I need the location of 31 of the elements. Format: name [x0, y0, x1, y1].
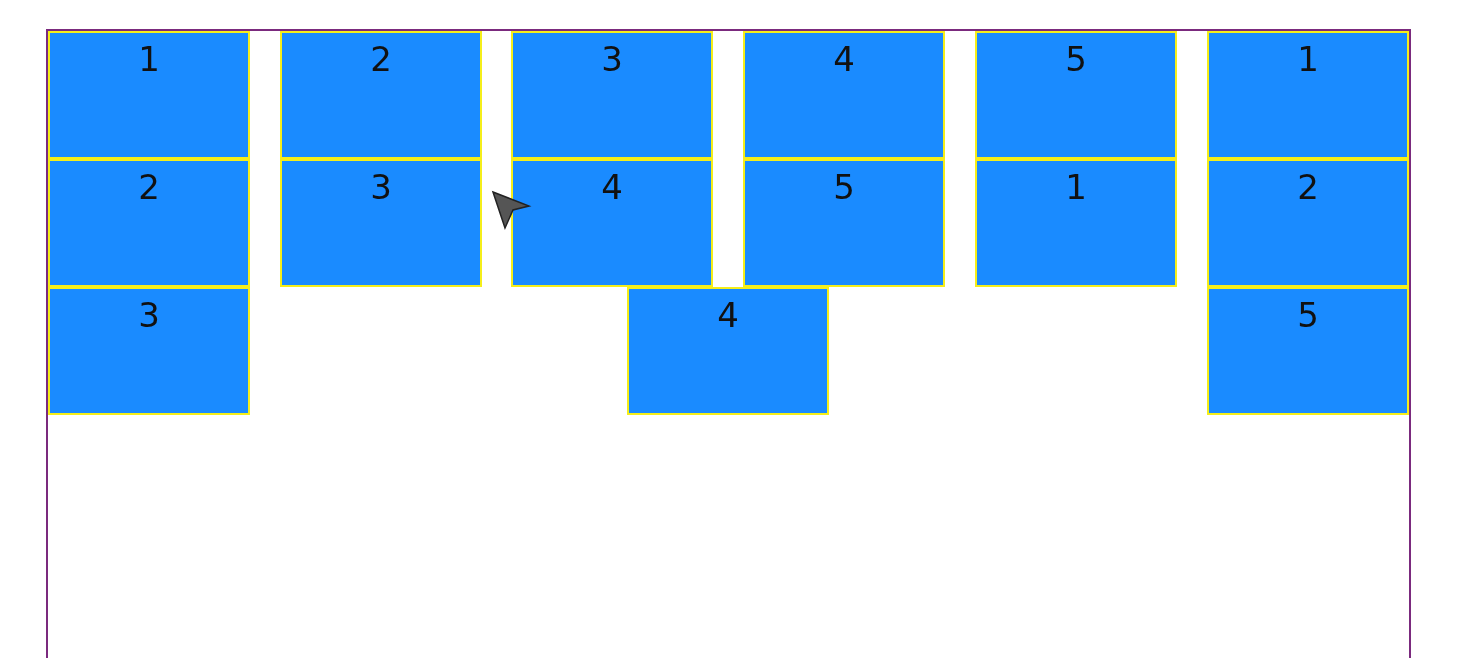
number-tile — [1207, 287, 1409, 415]
tile-number: 2 — [369, 39, 393, 79]
number-tile — [48, 31, 250, 159]
container-frame — [46, 29, 1411, 658]
tile-number: 2 — [1296, 167, 1320, 207]
tile-number: 4 — [716, 295, 740, 335]
tile-number: 1 — [1296, 39, 1320, 79]
tile-number: 3 — [137, 295, 161, 335]
tile-number: 5 — [832, 167, 856, 207]
number-tile — [1207, 31, 1409, 159]
number-tile — [511, 159, 713, 287]
number-tile — [975, 159, 1177, 287]
number-tile — [627, 287, 829, 415]
number-tile — [48, 287, 250, 415]
number-tile — [975, 31, 1177, 159]
number-tile — [743, 31, 945, 159]
number-tile — [48, 159, 250, 287]
tile-number: 5 — [1064, 39, 1088, 79]
tile-number: 1 — [1064, 167, 1088, 207]
tile-number: 1 — [137, 39, 161, 79]
tile-number: 4 — [600, 167, 624, 207]
number-tile — [280, 31, 482, 159]
tile-number: 3 — [369, 167, 393, 207]
tile-number: 3 — [600, 39, 624, 79]
number-tile — [1207, 159, 1409, 287]
number-tile — [511, 31, 713, 159]
number-tile — [743, 159, 945, 287]
tile-number: 4 — [832, 39, 856, 79]
tile-number: 5 — [1296, 295, 1320, 335]
tile-number: 2 — [137, 167, 161, 207]
number-tile — [280, 159, 482, 287]
